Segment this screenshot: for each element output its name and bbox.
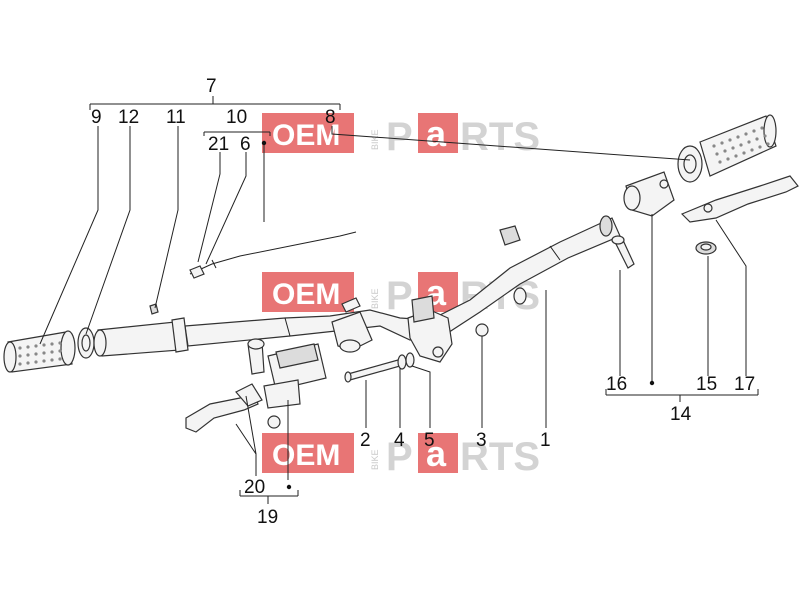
right-grip	[677, 114, 777, 183]
handlebar-tube	[184, 215, 621, 353]
callout-19: 19	[257, 507, 278, 528]
watermark-oem-text: OEM	[272, 439, 340, 472]
watermark-bike-text: BIKE	[370, 129, 380, 150]
watermark-p-text: P	[386, 274, 413, 318]
watermark-oem-text: OEM	[272, 119, 340, 152]
left-washer	[77, 327, 95, 359]
callout-20: 20	[244, 477, 265, 498]
throttle-cable	[189, 231, 357, 279]
watermark-rts-text: RTS	[460, 435, 540, 479]
watermark-a-text: a	[426, 433, 447, 474]
callout-17: 17	[734, 374, 755, 395]
callout-14: 14	[670, 404, 692, 425]
callout-1: 1	[540, 430, 551, 451]
callout-21: 21	[208, 134, 229, 155]
watermark-p-text: P	[386, 115, 413, 159]
watermark-a-text: a	[426, 113, 447, 154]
callout-3: 3	[476, 430, 487, 451]
master-cylinder	[247, 338, 327, 409]
left-grip	[3, 330, 76, 373]
watermark-rts-text: RTS	[460, 115, 540, 159]
callout-dot	[649, 380, 655, 386]
clip-15	[695, 241, 717, 255]
callout-4: 4	[394, 430, 405, 451]
callout-2: 2	[360, 430, 371, 451]
watermark-p-text: P	[386, 435, 413, 479]
long-screw	[344, 359, 401, 383]
watermark-bottom: OEM BIKE P a RTS	[262, 433, 540, 479]
watermark-bike-text: BIKE	[370, 449, 380, 470]
callout-16: 16	[606, 374, 627, 395]
callout-labels: 7 9 12 11 10 8 21 6 16 15 17 14 2 4 5 3 …	[91, 76, 755, 528]
right-brake-lever	[680, 175, 799, 223]
washer-4	[397, 354, 407, 370]
callout-15: 15	[696, 374, 717, 395]
nut-3	[475, 323, 489, 337]
clamp-block	[407, 295, 453, 363]
callout-5: 5	[424, 430, 435, 451]
watermark-oem-text: OEM	[272, 278, 340, 311]
callout-7: 7	[206, 76, 217, 97]
callout-10: 10	[226, 107, 247, 128]
washer-5	[405, 352, 415, 368]
callout-8: 8	[325, 107, 336, 128]
callout-11: 11	[166, 107, 186, 128]
watermark-top: OEM BIKE P a RTS	[262, 113, 540, 159]
callout-12: 12	[118, 107, 139, 128]
leader-lines	[39, 96, 759, 504]
throttle-sleeve	[93, 303, 189, 357]
bolt-16	[611, 235, 635, 269]
left-brake-lever	[185, 383, 281, 433]
callout-dot	[261, 140, 267, 146]
right-lever-bracket	[623, 171, 675, 217]
watermark-bike-text: BIKE	[370, 288, 380, 309]
callout-9: 9	[91, 107, 102, 128]
callout-6: 6	[240, 134, 251, 155]
callout-dot	[286, 484, 292, 490]
